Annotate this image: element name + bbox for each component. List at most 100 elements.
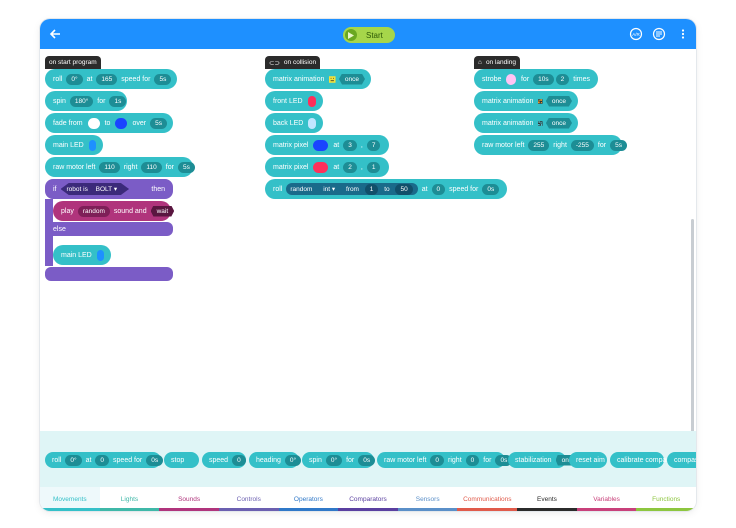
tray-roll-block[interactable]: roll 0° at 0 speed for 0s — [45, 452, 164, 468]
tab-lights[interactable]: Lights — [99, 487, 160, 511]
smiley-matrix-icon[interactable] — [329, 73, 336, 86]
matrix-pixel-block-1[interactable]: matrix pixel at 3 , 7 — [265, 135, 389, 155]
if-block[interactable]: if robot is BOLT ▾ then — [45, 179, 173, 199]
robot-dropdown[interactable]: BOLT ▾ — [90, 184, 123, 195]
tab-communications[interactable]: Communications — [457, 487, 518, 511]
wait-toggle[interactable]: wait — [150, 205, 175, 217]
tray-heading-block[interactable]: heading 0° — [249, 452, 302, 468]
tray-value[interactable]: 0 — [95, 454, 110, 466]
more-vert-icon[interactable] — [676, 27, 690, 41]
auto-icon[interactable]: A/R — [629, 27, 643, 41]
tab-operators[interactable]: Operators — [278, 487, 339, 511]
tab-movements[interactable]: Movements — [40, 487, 100, 511]
random-min[interactable]: 1 — [364, 184, 379, 195]
int-dropdown[interactable]: int ▾ — [318, 184, 341, 195]
tray-spin-block[interactable]: spin 0° for 0s — [302, 452, 376, 468]
tab-variables[interactable]: Variables — [576, 487, 637, 511]
roll-speed[interactable]: 0 — [431, 183, 446, 195]
tab-sounds[interactable]: Sounds — [159, 487, 219, 511]
aim-icon[interactable] — [652, 27, 666, 41]
orange-matrix-icon[interactable] — [538, 95, 543, 108]
matrix-pixel-color[interactable] — [313, 161, 329, 173]
start-button[interactable]: Start — [343, 27, 395, 43]
fade-to-color[interactable] — [115, 117, 128, 129]
matrix-pixel-color[interactable] — [313, 139, 329, 151]
tray-value[interactable]: 0 — [430, 454, 445, 466]
matrix-anim-mode[interactable]: once — [545, 117, 572, 129]
tray-value[interactable]: on — [555, 454, 575, 466]
matrix-anim-mode[interactable]: once — [338, 73, 365, 85]
raw-motor-block-landing[interactable]: raw motor left 255 right -255 for 5s — [474, 135, 627, 155]
front-led-block[interactable]: front LED — [265, 91, 323, 111]
tray-value[interactable]: 0° — [284, 454, 302, 466]
back-led-block[interactable]: back LED — [265, 113, 323, 133]
tray-value[interactable]: 0s — [358, 454, 376, 466]
if-condition[interactable]: robot is BOLT ▾ — [60, 183, 130, 195]
roll-duration[interactable]: 5s — [154, 73, 172, 85]
fade-from-color[interactable] — [87, 117, 100, 129]
strobe-duration[interactable]: 10s — [533, 73, 554, 85]
teal-matrix-icon[interactable] — [538, 117, 543, 130]
on-landing-hat[interactable]: ⌂ on landing — [474, 56, 520, 69]
back-arrow-icon[interactable] — [48, 27, 62, 41]
tab-controls[interactable]: Controls — [218, 487, 279, 511]
matrix-anim-mode[interactable]: once — [545, 95, 572, 107]
tray-speed-block[interactable]: speed 0 — [202, 452, 246, 468]
matrix-pixel-block-2[interactable]: matrix pixel at 2 , 1 — [265, 157, 389, 177]
main-led-block[interactable]: main LED — [45, 135, 103, 155]
roll-duration[interactable]: 0s — [482, 183, 500, 195]
tray-value[interactable]: 0° — [325, 454, 343, 466]
sound-select[interactable]: random — [77, 205, 110, 217]
roll-random-block[interactable]: roll random int ▾ from 1 to 50 at 0 spee… — [265, 179, 507, 199]
fade-duration[interactable]: 5s — [150, 117, 167, 129]
matrix-animation-block-2[interactable]: matrix animation once — [474, 113, 578, 133]
tab-functions[interactable]: Functions — [636, 487, 696, 511]
roll-speed[interactable]: 165 — [96, 73, 118, 85]
on-start-hat[interactable]: on start program — [45, 56, 101, 69]
tray-compass-block[interactable]: compass — [667, 452, 696, 468]
canvas-scrollbar[interactable] — [691, 219, 694, 459]
tray-reset-aim-block[interactable]: reset aim — [569, 452, 607, 468]
tray-value[interactable]: 0° — [65, 454, 82, 466]
matrix-pixel-y[interactable]: 1 — [366, 161, 381, 173]
raw-motor-right[interactable]: 110 — [141, 161, 162, 173]
strobe-color[interactable] — [506, 73, 516, 85]
tray-value[interactable]: 0s — [495, 454, 513, 466]
fade-block[interactable]: fade from to over 5s — [45, 113, 173, 133]
tray-value[interactable]: 0 — [232, 454, 246, 466]
raw-motor-left[interactable]: 255 — [528, 139, 550, 151]
tray-raw-motor-block[interactable]: raw motor left 0 right 0 for 0s — [377, 452, 513, 468]
matrix-pixel-x[interactable]: 2 — [343, 161, 357, 173]
play-sound-block[interactable]: play random sound and wait — [53, 201, 175, 221]
tray-stop-block[interactable]: stop — [164, 452, 199, 468]
matrix-animation-block-1[interactable]: matrix animation once — [474, 91, 578, 111]
tab-events[interactable]: Events — [517, 487, 577, 511]
raw-motor-duration[interactable]: 5s — [610, 139, 627, 151]
back-led-color[interactable] — [308, 117, 316, 129]
random-max[interactable]: 50 — [395, 184, 413, 195]
raw-motor-duration[interactable]: 5s — [177, 161, 195, 173]
raw-motor-right[interactable]: -255 — [570, 139, 594, 151]
matrix-animation-block[interactable]: matrix animation once — [265, 69, 371, 89]
spin-degrees[interactable]: 180° — [69, 95, 94, 107]
tray-stabilization-block[interactable]: stabilization on — [508, 452, 575, 468]
block-tray[interactable]: roll 0° at 0 speed for 0s stop speed 0 h… — [40, 431, 696, 487]
strobe-times[interactable]: 2 — [555, 73, 570, 85]
matrix-pixel-y[interactable]: 7 — [366, 139, 381, 151]
main-led-block-2[interactable]: main LED — [53, 245, 111, 265]
main-led-color[interactable] — [88, 139, 96, 151]
front-led-color[interactable] — [307, 95, 316, 107]
raw-motor-block[interactable]: raw motor left 110 right 110 for 5s — [45, 157, 195, 177]
matrix-pixel-x[interactable]: 3 — [343, 139, 357, 151]
random-operator[interactable]: random int ▾ from 1 to 50 — [286, 183, 418, 195]
tray-value[interactable]: 0s — [146, 454, 164, 466]
program-canvas[interactable]: on start program roll 0° at 165 speed fo… — [40, 49, 696, 459]
raw-motor-left[interactable]: 110 — [99, 161, 120, 173]
spin-block[interactable]: spin 180° for 1s — [45, 91, 127, 111]
strobe-block[interactable]: strobe for 10s 2 times — [474, 69, 598, 89]
roll-heading[interactable]: 0° — [66, 73, 83, 85]
tray-calibrate-compass-block[interactable]: calibrate compass — [610, 452, 673, 468]
main-led-color-2[interactable] — [96, 249, 104, 261]
spin-duration[interactable]: 1s — [109, 95, 127, 107]
tab-sensors[interactable]: Sensors — [397, 487, 458, 511]
